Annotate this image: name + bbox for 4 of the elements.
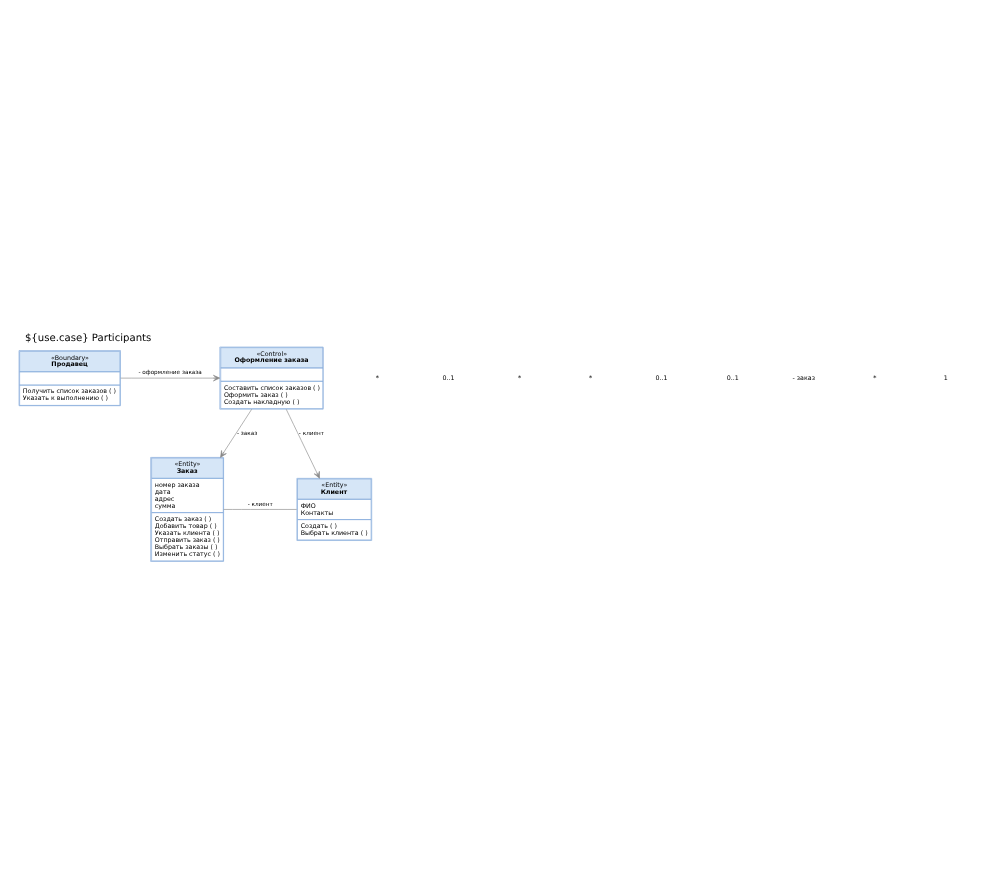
connector — [223, 508, 297, 509]
arrow — [285, 407, 320, 478]
arrow — [120, 373, 221, 381]
arrow — [220, 407, 253, 457]
